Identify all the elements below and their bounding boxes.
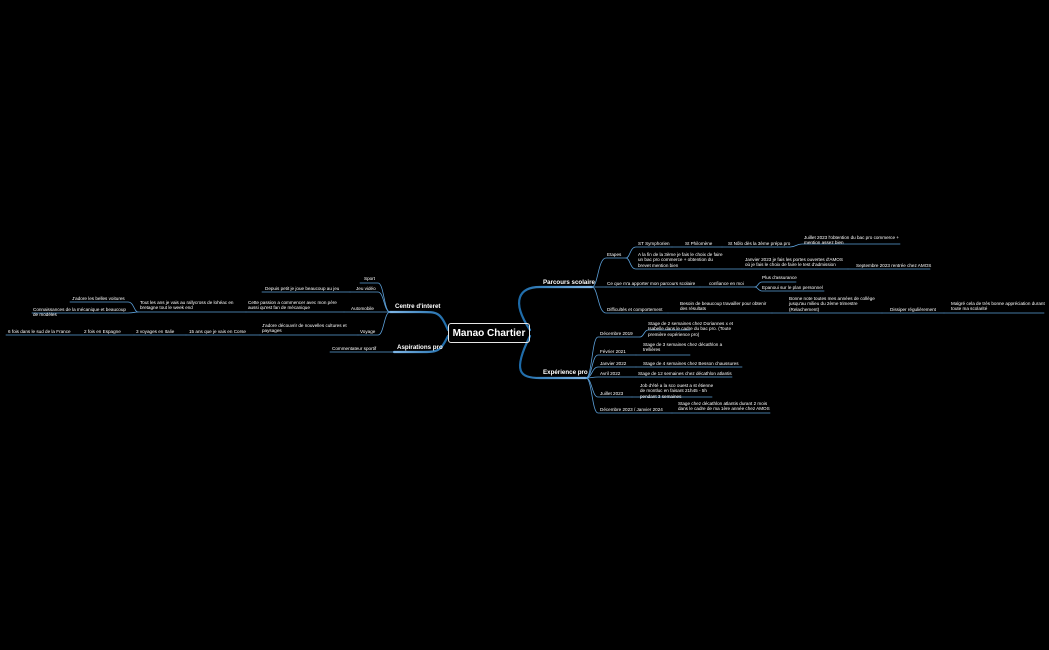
node-etapes[interactable]: Etapes [607,252,622,257]
node-connaissances[interactable]: Connaissances de la mécanique et beaucou… [33,307,126,318]
node-jeu-video[interactable]: Jeu vidéo [356,286,376,291]
topic-experience-pro[interactable]: Expérience pro [543,369,588,376]
exp-date[interactable]: Décembre 2019 [600,331,633,336]
exp-desc[interactable]: Stage de 3 semaines chez décathlon a tre… [643,342,723,353]
node-commentateur[interactable]: Commentateur sportif [332,346,377,351]
topic-aspirations-pro[interactable]: Aspirations pro [397,344,443,351]
exp-date[interactable]: Janvier 2022 [600,361,627,366]
node-bonnes-notes[interactable]: Bonne note toutes mes années de collège … [789,296,875,312]
branch-aspirations [392,334,450,354]
node-st-nolo[interactable]: St Nôlo dès la 3ème prépa pro [728,241,791,246]
branch-parcours [518,285,594,332]
node-voyage[interactable]: Voyage [360,329,376,334]
node-corse[interactable]: 15 ans que je vais en Corse [189,329,246,334]
node-malgre[interactable]: Malgré cela de très bonne appréciation d… [951,301,1045,312]
exp-date[interactable]: Juillet 2023 [600,391,624,396]
topic-parcours-scolaire[interactable]: Parcours scolaire [543,279,595,286]
node-sport[interactable]: Sport [364,276,375,281]
node-janvier-2023[interactable]: Janvier 2023 je fais les portes ouvertes… [745,257,843,268]
node-rallye[interactable]: Tout les ans je vais au rallycross de lo… [140,300,234,311]
node-espagne[interactable]: 2 fois en Espagne [84,329,121,334]
node-difficultes[interactable]: Difficultés et comportement [607,307,663,312]
node-septembre-2023[interactable]: Septembre 2023 rentrée chez AMOS [856,263,932,268]
node-voyage-desc[interactable]: J'adore découvrir de nouvelles cultures … [262,323,347,334]
branch-experience [519,334,588,380]
node-fin-3eme[interactable]: A la fin de la 3ème je fais le choix de … [638,252,723,268]
exp-date[interactable]: Avril 2022 [600,371,621,376]
node-italie[interactable]: 3 voyages en Italie [136,329,175,334]
node-confiance[interactable]: confiance en moi [709,281,744,286]
exp-date[interactable]: Décembre 2023 / Janvier 2024 [600,407,663,412]
node-juillet-2023[interactable]: Juillet 2023 l'obtention du bac pro comm… [804,235,899,246]
node-adore-voitures[interactable]: J'adore les belles voitures [72,296,125,301]
exp-desc[interactable]: Stage de 2 semaines chez Doriannes x et … [648,321,734,337]
node-jeu-desc[interactable]: Depuis petit je joue beaucoup au jeu [265,286,340,291]
exp-date[interactable]: Février 2021 [600,349,626,354]
node-besoin-travailler[interactable]: Besoin de beaucoup travailler pour obten… [680,301,767,312]
exp-desc[interactable]: Job d'été a la sco ouest a st étienne de… [640,383,714,399]
exp-desc[interactable]: Stage de 4 semaines chez Besson chaussur… [643,361,739,366]
node-st-symphorien[interactable]: ST Symphorien [638,241,670,246]
node-automobile[interactable]: Automobile [351,306,374,311]
node-st-philomene[interactable]: St Philomène [685,241,713,246]
node-sud-france[interactable]: 6 fois dans le sud de la France [8,329,71,334]
node-plus-assurance[interactable]: Plus d'assurance [762,275,797,280]
central-topic[interactable]: Manao Chartier [448,323,530,343]
node-epanoui[interactable]: Epanoui sur le plan personnel [762,285,823,290]
topic-centre-interet[interactable]: Centre d'interet [395,303,441,310]
node-dissiper[interactable]: Dissiper régulièrement [890,307,936,312]
branch-centre [388,310,450,332]
node-apporter[interactable]: Ce que m'a apporter mon parcours scolair… [607,281,696,286]
exp-desc[interactable]: Stage chez décathlon atlantis durant 2 m… [678,401,770,412]
node-auto-desc[interactable]: Cette passion a commencer avec mon père … [248,300,337,311]
exp-desc[interactable]: Stage de 12 semaines chez décathlon atla… [638,371,732,376]
